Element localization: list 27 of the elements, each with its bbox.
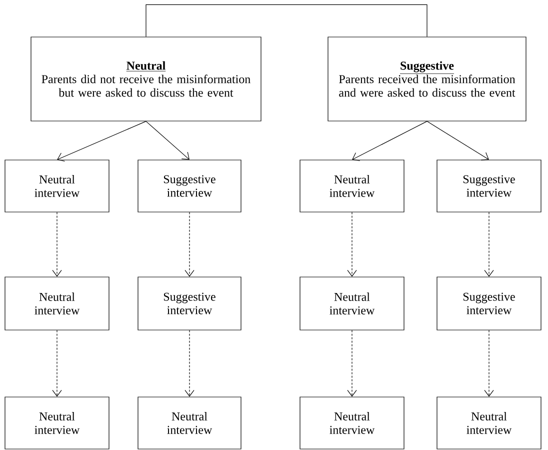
arrow <box>484 330 494 397</box>
interview-box: Suggestive interview <box>436 276 542 330</box>
arrow <box>426 121 490 160</box>
bracket-line <box>146 4 428 37</box>
interview-box: Neutral interview <box>436 396 542 450</box>
interview-box: Neutral interview <box>4 276 110 330</box>
arrow <box>52 212 62 277</box>
interview-box: Neutral interview <box>300 276 404 330</box>
arrow <box>347 212 357 277</box>
arrow <box>347 330 357 397</box>
interview-box: Neutral interview <box>138 396 242 450</box>
arrow <box>57 121 146 162</box>
interview-box: Neutral interview <box>300 160 404 212</box>
arrow <box>146 121 190 160</box>
arrow <box>184 330 194 397</box>
interview-box: Neutral interview <box>300 396 404 450</box>
arrow <box>352 121 428 162</box>
arrow <box>484 212 494 277</box>
condition-box: Neutral Parents did not receive the misinformation but were asked to discuss the event <box>30 36 262 122</box>
condition-box: Suggestive Parents received the misinformation and were asked to discuss the event <box>328 36 526 122</box>
interview-box: Suggestive interview <box>436 160 542 212</box>
interview-box: Suggestive interview <box>138 160 242 212</box>
arrow <box>184 212 194 277</box>
interview-box: Neutral interview <box>4 160 110 212</box>
interview-box: Neutral interview <box>4 396 110 450</box>
interview-box: Suggestive interview <box>138 276 242 330</box>
arrow <box>52 330 62 397</box>
